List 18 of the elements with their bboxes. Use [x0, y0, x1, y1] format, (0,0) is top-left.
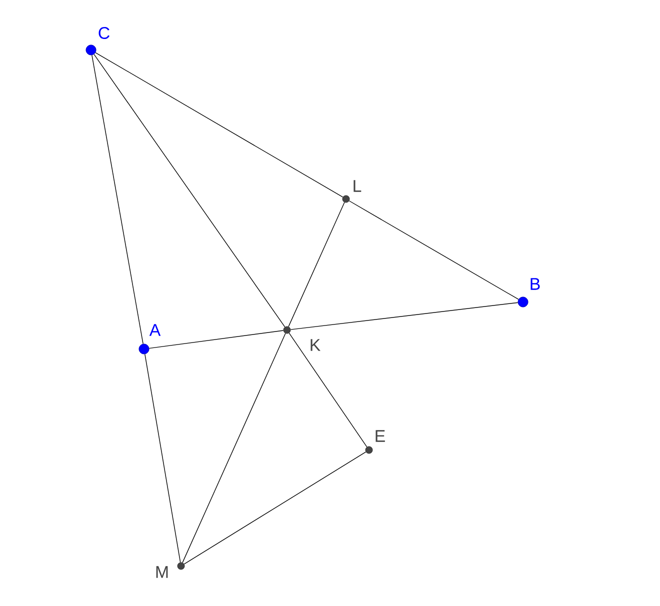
- line-segment: [348, 200, 519, 300]
- point-label: B: [530, 278, 540, 290]
- line-segment: [148, 330, 284, 349]
- line-segment: [144, 354, 181, 563]
- point-label: C: [98, 27, 110, 39]
- line-segment: [290, 302, 518, 330]
- point-label: K: [310, 339, 320, 351]
- point-label: E: [376, 430, 385, 442]
- line-segment: [95, 52, 344, 198]
- line-segment: [288, 202, 345, 327]
- line-segment: [288, 332, 368, 448]
- point-label: L: [354, 180, 362, 192]
- line-segment: [182, 333, 286, 563]
- point-label: M: [156, 566, 168, 578]
- line-segment: [184, 452, 366, 564]
- point-label: A: [149, 324, 161, 336]
- line-segment: [94, 54, 286, 328]
- line-segment: [92, 54, 144, 344]
